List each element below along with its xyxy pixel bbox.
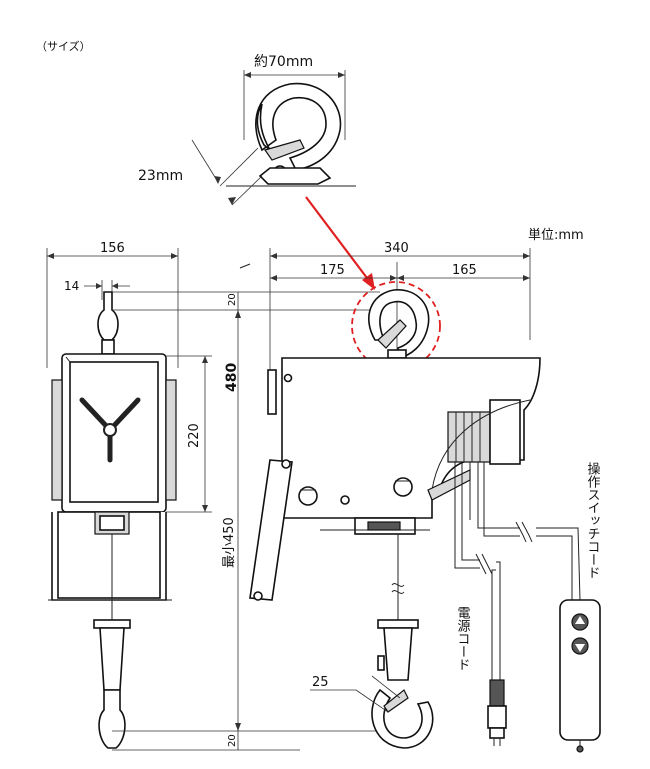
switch-cord-label: 操作スイッチコード [585, 461, 601, 579]
height-220-label: 220 [187, 423, 202, 448]
left-175-label: 175 [320, 263, 345, 278]
hook-width-label: 約70mm [254, 54, 313, 70]
height-480-label: 480 [224, 363, 240, 392]
front-view: 156 14 [46, 241, 212, 749]
hook-thickness-label: 23mm [138, 168, 183, 184]
side-view: 340 175 165 [249, 241, 601, 753]
hook-highlight-circle [351, 281, 441, 371]
min-450-label: 最小450 [222, 517, 237, 568]
hook-detail: 約70mm 23mm [138, 54, 356, 206]
width-156-label: 156 [100, 241, 125, 256]
size-heading: （サイズ） [36, 39, 91, 53]
total-340-label: 340 [384, 241, 409, 256]
width-14-label: 14 [64, 279, 79, 293]
bottom-20-label: 20 [227, 734, 238, 747]
vertical-dimensions: 20 20 最小450 480 [112, 291, 380, 751]
right-165-label: 165 [452, 263, 477, 278]
top-20-label: 20 [227, 293, 238, 306]
power-cord-label: 電源コード [455, 606, 471, 671]
detail-pointer-arrow [305, 196, 375, 290]
dim-25-label: 25 [312, 675, 329, 690]
unit-label: 単位:mm [528, 227, 584, 243]
